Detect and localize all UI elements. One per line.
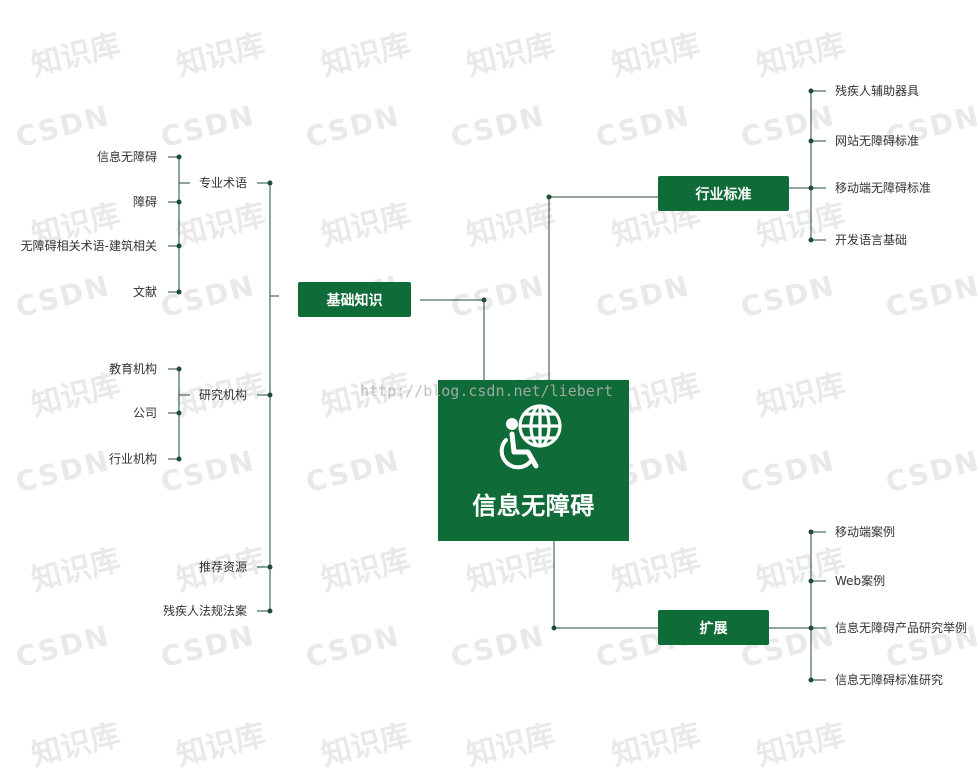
node-dot xyxy=(808,677,814,683)
node-dot xyxy=(267,180,273,186)
node-dot xyxy=(481,297,487,303)
leaf-term[interactable]: 无障碍相关术语-建筑相关 xyxy=(20,239,157,253)
leaf-standard[interactable]: 残疾人辅助器具 xyxy=(835,84,920,98)
node-dot xyxy=(808,138,814,144)
leaf-standard[interactable]: 移动端无障碍标准 xyxy=(835,181,932,195)
branch-basics-label: 基础知识 xyxy=(326,292,383,309)
url-watermark: http://blog.csdn.net/liebert xyxy=(360,382,613,400)
leaf-extension[interactable]: Web案例 xyxy=(835,574,886,588)
node-dot xyxy=(176,243,182,249)
leaf-extension[interactable]: 信息无障碍标准研究 xyxy=(835,673,944,687)
node-dot xyxy=(267,392,273,398)
node-dot xyxy=(176,289,182,295)
leaf-extension[interactable]: 移动端案例 xyxy=(835,525,896,539)
branch-standards[interactable]: 行业标准 xyxy=(658,176,789,211)
leaf-standard[interactable]: 开发语言基础 xyxy=(835,233,908,247)
leaf-term[interactable]: 信息无障碍 xyxy=(96,150,157,164)
node-dot xyxy=(267,564,273,570)
branch-standards-label: 行业标准 xyxy=(695,186,752,203)
group-resources[interactable]: 推荐资源 xyxy=(198,560,247,574)
accessibility-globe-icon xyxy=(499,404,562,470)
leaf-standard[interactable]: 网站无障碍标准 xyxy=(835,134,920,148)
leaf-institution[interactable]: 行业机构 xyxy=(108,452,157,466)
node-dot xyxy=(176,199,182,205)
central-node-title: 信息无障碍 xyxy=(472,492,595,520)
node-dot xyxy=(808,237,814,243)
leaf-institution[interactable]: 教育机构 xyxy=(108,362,157,376)
node-dot xyxy=(808,625,814,631)
node-dot xyxy=(546,194,552,200)
leaf-institution[interactable]: 公司 xyxy=(132,406,157,420)
leaf-term[interactable]: 文献 xyxy=(132,285,157,299)
node-dot xyxy=(808,88,814,94)
leaf-extension[interactable]: 信息无障碍产品研究举例 xyxy=(835,621,968,635)
node-dot xyxy=(267,608,273,614)
branch-extension[interactable]: 扩展 xyxy=(658,610,769,645)
node-dot xyxy=(808,529,814,535)
node-dot xyxy=(176,366,182,372)
node-dot xyxy=(176,410,182,416)
node-dot xyxy=(551,625,557,631)
group-laws[interactable]: 残疾人法规法案 xyxy=(162,604,247,618)
node-dot xyxy=(808,578,814,584)
node-dot xyxy=(176,154,182,160)
group-institutions[interactable]: 研究机构 xyxy=(198,388,247,402)
node-dot xyxy=(176,456,182,462)
branch-basics[interactable]: 基础知识 xyxy=(298,282,411,317)
central-node[interactable]: 信息无障碍 xyxy=(438,380,629,541)
group-terms[interactable]: 专业术语 xyxy=(198,176,247,190)
node-dot xyxy=(808,185,814,191)
branch-extension-label: 扩展 xyxy=(699,620,728,637)
leaf-term[interactable]: 障碍 xyxy=(132,195,157,209)
